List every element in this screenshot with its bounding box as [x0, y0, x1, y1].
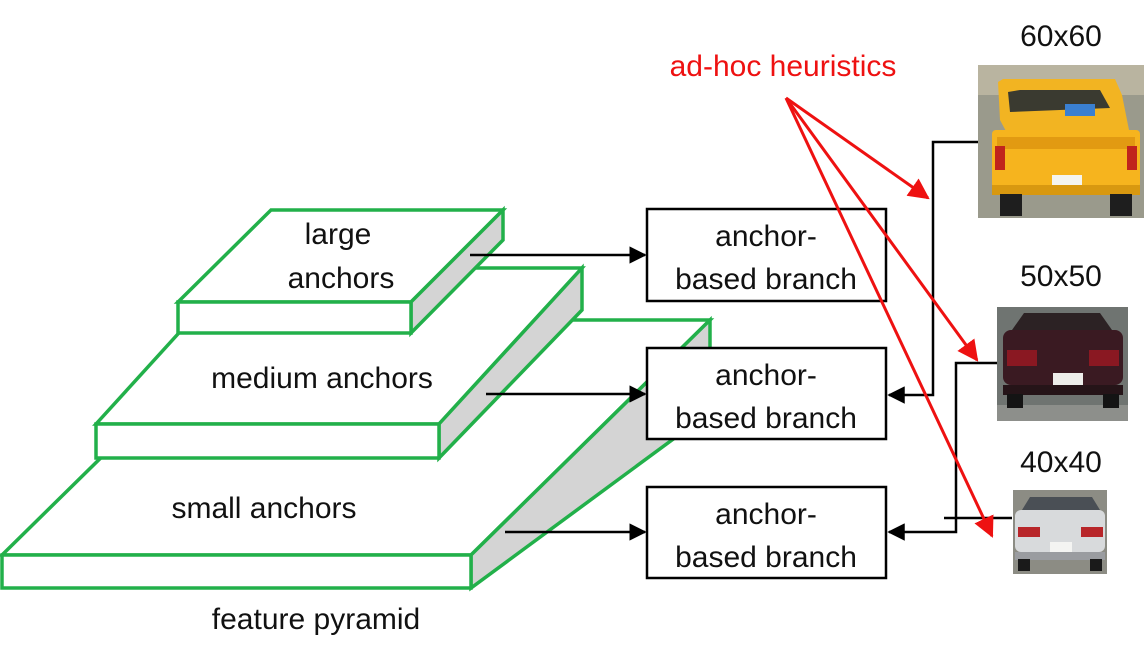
branch-2-line2: based branch	[675, 402, 857, 435]
medium-anchors-label: medium anchors	[211, 362, 433, 395]
heuristics-label: ad-hoc heuristics	[670, 50, 897, 83]
feature-pyramid-caption: feature pyramid	[212, 603, 420, 636]
large-anchors-label-line1: large	[305, 218, 372, 251]
branch-box-3: anchor- based branch	[645, 485, 888, 580]
heuristic-arrow-40	[784, 97, 994, 538]
branch-1-line1: anchor-	[715, 220, 817, 253]
size-label-40: 40x40	[1020, 446, 1102, 479]
sample-image-40x40	[1013, 490, 1107, 574]
branch-box-1: anchor- based branch	[645, 207, 888, 303]
heuristic-arrow-60	[785, 96, 930, 200]
sample-image-50x50	[997, 307, 1128, 421]
sample-image-60x60	[978, 65, 1144, 218]
branch-3-line1: anchor-	[715, 498, 817, 531]
branch-3-line2: based branch	[675, 541, 857, 574]
branch-box-2: anchor- based branch	[645, 346, 888, 441]
size-label-50: 50x50	[1020, 260, 1102, 293]
branch-1-line2: based branch	[675, 263, 857, 296]
connector-60-to-branch-2	[887, 140, 978, 404]
connector-50-40-to-branch-3	[887, 361, 997, 541]
small-anchors-label: small anchors	[171, 492, 356, 525]
size-label-60: 60x60	[1020, 20, 1102, 53]
pyramid-level-large	[173, 205, 508, 338]
large-anchors-label-line2: anchors	[288, 262, 395, 295]
branch-2-line1: anchor-	[715, 359, 817, 392]
heuristic-arrow-50	[784, 97, 979, 362]
